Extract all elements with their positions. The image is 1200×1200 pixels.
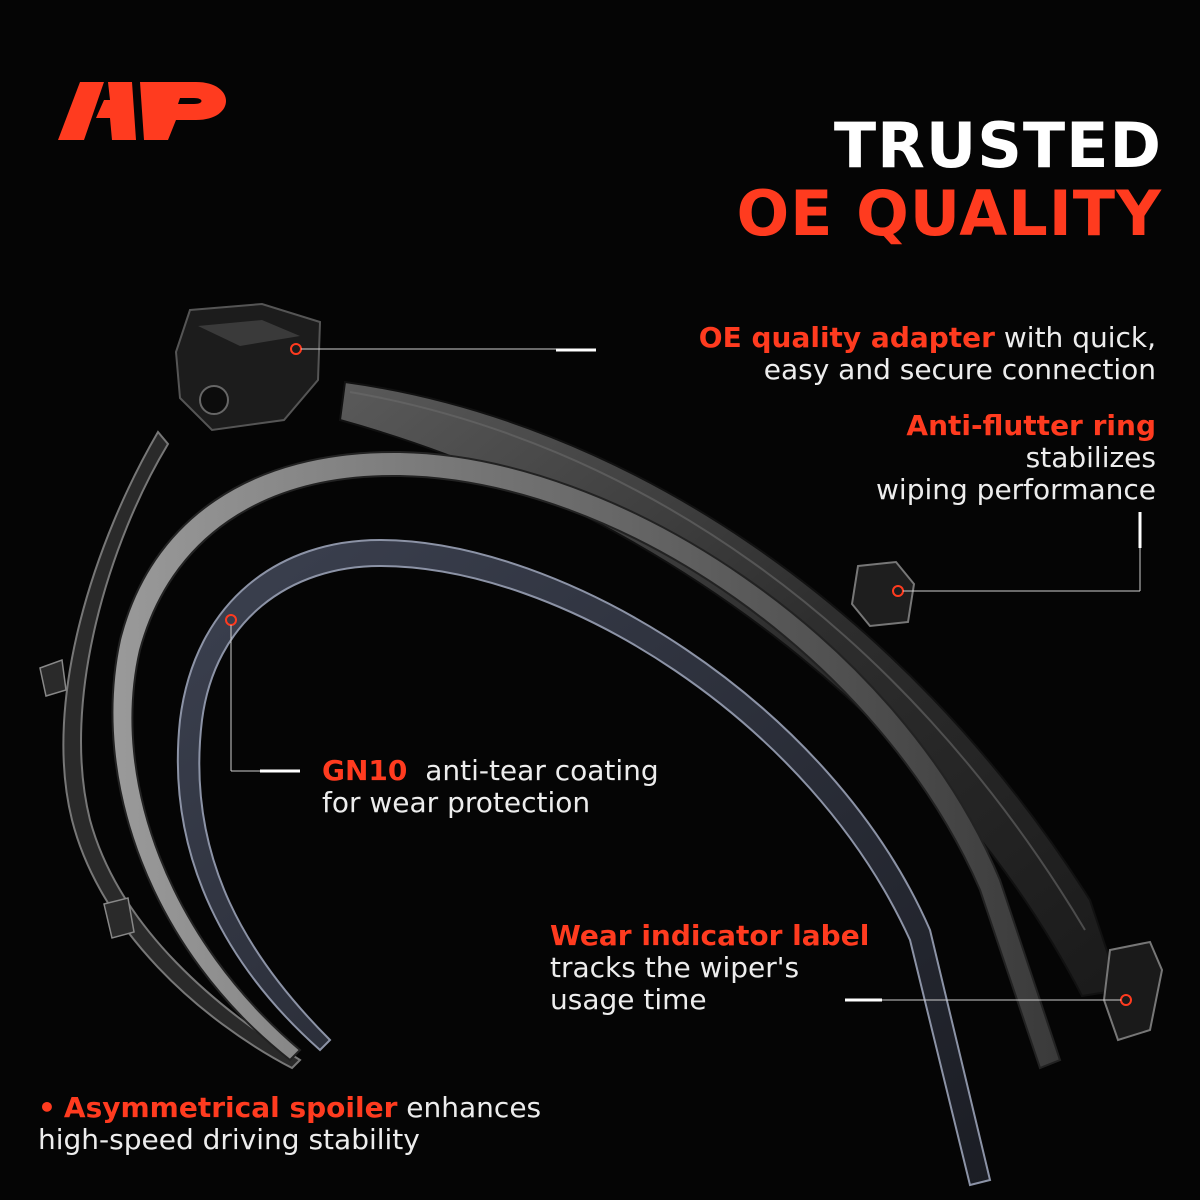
callout-ring-title: Anti-flutter ring bbox=[906, 409, 1156, 442]
callout-spoiler-title: Asymmetrical spoiler bbox=[63, 1091, 398, 1124]
leader-adapter bbox=[290, 343, 596, 355]
headline-line-2: OE QUALITY bbox=[736, 177, 1162, 250]
callout-ring: Anti-flutter ring stabilizes wiping perf… bbox=[736, 410, 1156, 506]
callout-ring-text-1: stabilizes bbox=[1025, 441, 1156, 474]
ap-logo-icon bbox=[58, 82, 226, 140]
callout-adapter-text-1: with quick, bbox=[994, 321, 1156, 354]
callout-spoiler-text-2: high-speed driving stability bbox=[38, 1123, 420, 1156]
callout-adapter: OE quality adapter with quick, easy and … bbox=[556, 322, 1156, 386]
callout-wear-text-2: usage time bbox=[550, 983, 707, 1016]
spoiler-arc bbox=[338, 380, 1122, 998]
clip-part bbox=[39, 658, 67, 697]
clip-part bbox=[103, 897, 135, 939]
leader-wear bbox=[845, 994, 1132, 1006]
bullet-icon: • bbox=[38, 1091, 56, 1124]
adapter-part bbox=[174, 302, 322, 432]
callout-wear: Wear indicator label tracks the wiper's … bbox=[550, 920, 970, 1016]
callout-coating-title: GN10 bbox=[322, 754, 408, 787]
callout-adapter-title: OE quality adapter bbox=[698, 321, 995, 354]
callout-wear-title: Wear indicator label bbox=[550, 919, 870, 952]
callout-adapter-text-2: easy and secure connection bbox=[763, 353, 1156, 386]
leader-ring bbox=[892, 512, 1142, 597]
callout-spoiler-text-1: enhances bbox=[397, 1091, 542, 1124]
anti-flutter-ring-part bbox=[850, 560, 916, 628]
callout-coating-text-1: anti-tear coating bbox=[407, 754, 659, 787]
metal-frame-arc bbox=[111, 450, 1062, 1070]
callout-wear-text-1: tracks the wiper's bbox=[550, 951, 800, 984]
headline: TRUSTED OE QUALITY bbox=[736, 112, 1162, 248]
headline-line-1: TRUSTED bbox=[833, 109, 1162, 182]
leader-coating bbox=[225, 614, 300, 773]
callout-spoiler: •Asymmetrical spoiler enhances high-spee… bbox=[38, 1092, 678, 1156]
callout-coating-text-2: for wear protection bbox=[322, 786, 591, 819]
end-cap-part bbox=[1102, 940, 1164, 1042]
callout-coating: GN10 anti-tear coating for wear protecti… bbox=[322, 755, 782, 819]
callout-ring-text-2: wiping performance bbox=[876, 473, 1156, 506]
rubber-blade-arc bbox=[176, 538, 992, 1187]
